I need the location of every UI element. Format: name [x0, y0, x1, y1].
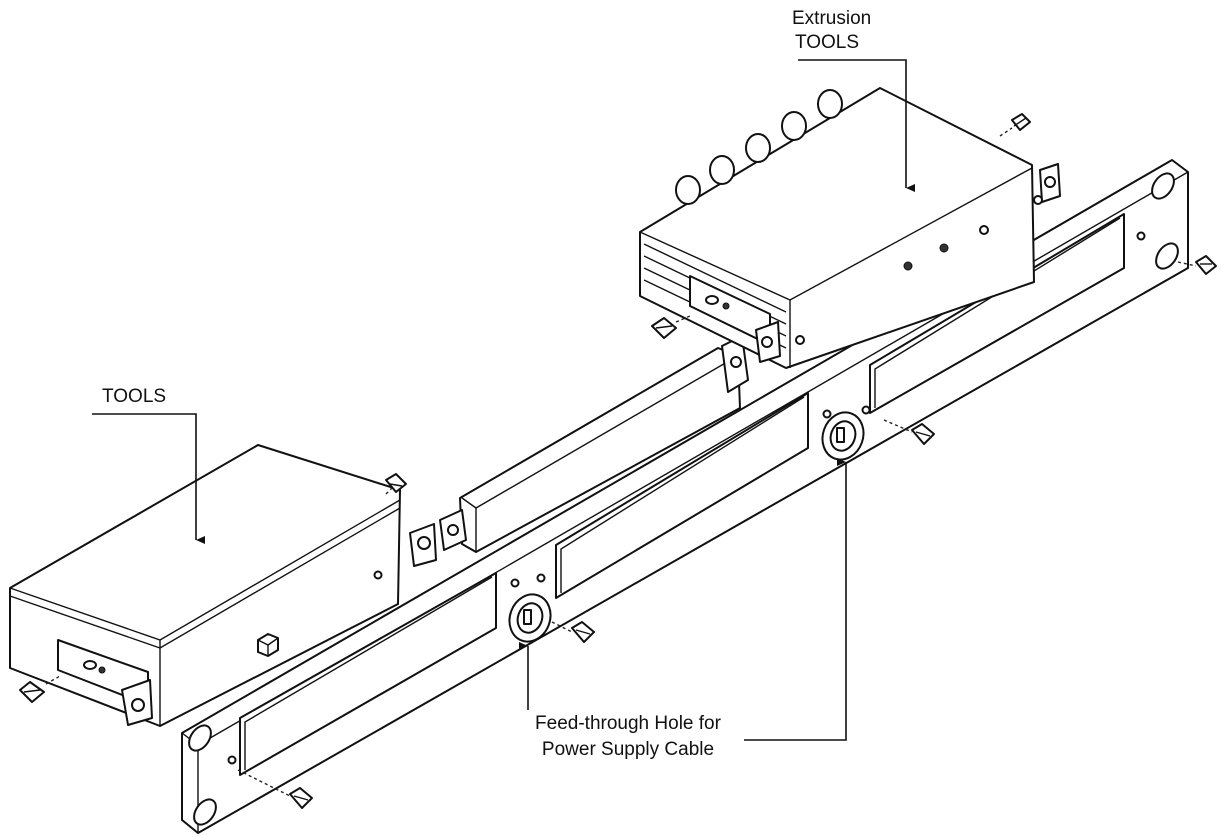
screw-top-right-box	[999, 113, 1031, 137]
ear-slot-left-top	[188, 724, 212, 752]
screw-panel-left-bottom	[237, 769, 313, 809]
screw-panel-right-ear	[1177, 255, 1217, 275]
screw-tools-left	[19, 675, 61, 703]
blank-filler-plate	[439, 335, 749, 553]
screw-panel-center	[551, 621, 595, 643]
extrusion-tools-label-line2: TOOLS	[794, 32, 860, 53]
rack-panel	[181, 159, 1189, 834]
tools-device	[9, 444, 437, 727]
extrusion-leader	[798, 59, 915, 192]
extrusion-tools-device	[639, 87, 1061, 369]
tools-leader	[92, 413, 205, 544]
panel-cutout-center	[555, 392, 809, 599]
feedthrough-label-line1: Feed-through Hole for	[535, 713, 721, 734]
feedthrough-hole-right	[821, 411, 865, 461]
screws	[19, 113, 1217, 809]
screw-panel-right-hole	[883, 419, 935, 445]
feedthrough-right-leader	[744, 458, 847, 741]
screw-tools-top	[385, 473, 407, 495]
screw-extrusion-left	[651, 315, 691, 339]
panel-cutout-right	[869, 213, 1125, 414]
connector-row	[675, 89, 843, 205]
ear-slot-right-top	[1151, 172, 1175, 200]
panel-cutout-left	[239, 572, 497, 776]
ear-slot-left-bottom	[193, 798, 217, 826]
feedthrough-hole-left	[508, 593, 552, 643]
extrusion-tools-label-line1: Extrusion	[792, 8, 872, 29]
leader-lines	[92, 59, 915, 741]
ear-slot-right-bottom	[1155, 242, 1179, 270]
feedthrough-label-line2: Power Supply Cable	[541, 739, 715, 760]
tools-label: TOOLS	[102, 386, 167, 407]
